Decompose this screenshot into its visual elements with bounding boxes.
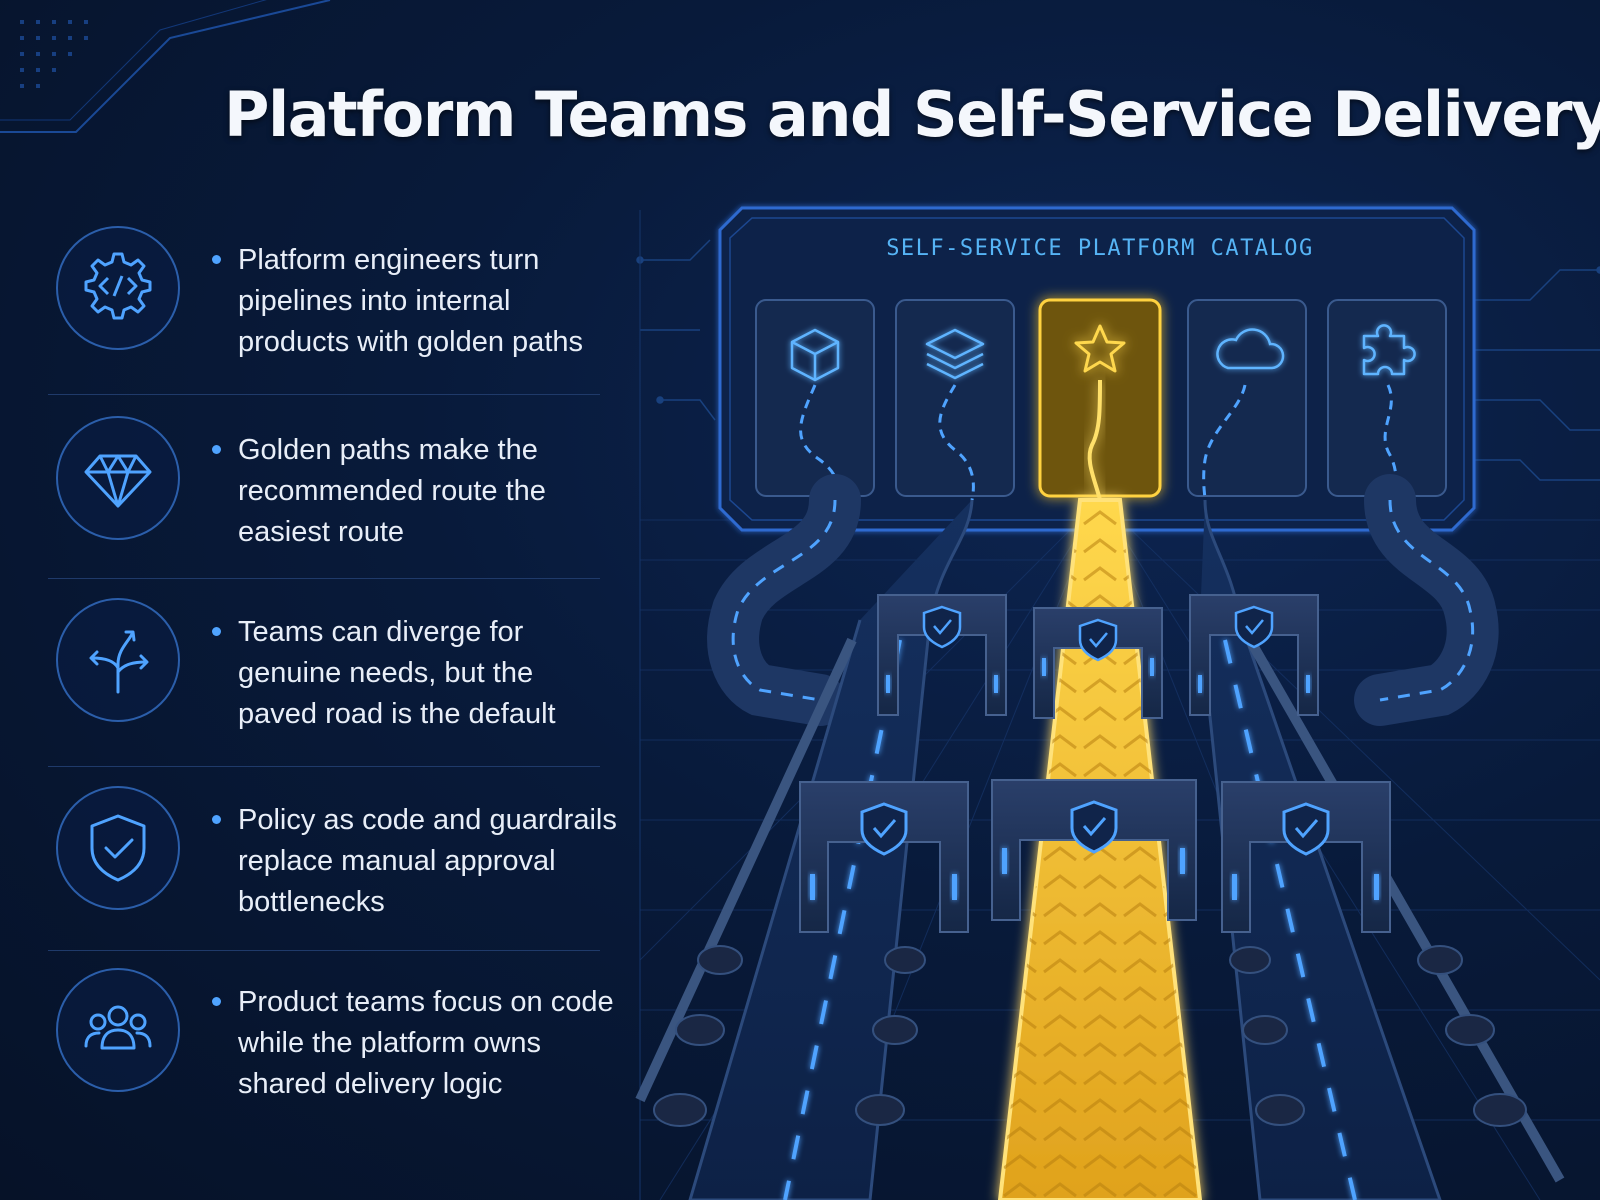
catalog-title: SELF-SERVICE PLATFORM CATALOG — [886, 236, 1314, 261]
bullet-line: pipelines into internal — [238, 285, 511, 317]
bullet-line: paved road is the default — [238, 698, 556, 730]
bullet-dot — [212, 997, 221, 1006]
divider — [48, 394, 600, 395]
rollers — [653, 945, 1527, 1127]
diamond-icon-badge — [56, 416, 180, 540]
gate-upper-right — [1189, 594, 1319, 716]
diamond-icon — [84, 454, 152, 508]
bullet-text: Policy as code and guardrails replace ma… — [238, 800, 638, 923]
gate-lower-right — [1221, 781, 1391, 933]
bullet-line: recommended route the — [238, 475, 546, 507]
team-icon — [84, 1005, 152, 1050]
shield-check-icon — [90, 814, 146, 882]
corner-decoration — [0, 0, 331, 133]
catalog-tile-puzzle — [1327, 299, 1447, 497]
bullet-text: Golden paths make the recommended route … — [238, 430, 638, 553]
bullet-line: Platform engineers turn — [238, 244, 540, 276]
bullet-item: Product teams focus on code while the pl… — [48, 968, 614, 1108]
gate-lower-left — [799, 781, 969, 933]
code-gear-icon — [84, 252, 152, 320]
golden-tile-path — [1087, 379, 1102, 501]
bullet-dot — [212, 627, 221, 636]
cloud-icon — [1216, 328, 1285, 370]
bullet-text: Platform engineers turn pipelines into i… — [238, 240, 638, 363]
gate-lower-center — [991, 779, 1197, 921]
star-icon — [1074, 324, 1126, 373]
bullet-line: products with golden paths — [238, 326, 583, 358]
divider — [48, 950, 600, 951]
code-gear-icon-badge — [56, 226, 180, 350]
diverging-arrows-icon — [89, 630, 149, 694]
bullet-dot — [212, 255, 221, 264]
bullet-line: easiest route — [238, 516, 405, 548]
divider — [48, 578, 600, 579]
gates-upper — [877, 594, 1319, 719]
catalog-tile-layers — [895, 299, 1015, 497]
divider — [48, 766, 600, 767]
page-title: Platform Teams and Self-Service Delivery — [224, 78, 1600, 151]
gate-upper-left — [877, 594, 1007, 716]
bullet-item: Policy as code and guardrails replace ma… — [48, 786, 617, 926]
bullet-item: Golden paths make the recommended route … — [48, 416, 600, 556]
bullet-line: Policy as code and guardrails — [238, 804, 617, 836]
team-icon-badge — [56, 968, 180, 1092]
bullet-item: Platform engineers turn pipelines into i… — [48, 226, 600, 386]
bullet-line: genuine needs, but the — [238, 657, 534, 689]
bullet-line: while the platform owns — [238, 1027, 542, 1059]
bullet-dot — [212, 815, 221, 824]
cube-icon — [790, 328, 840, 382]
gates-lower — [799, 779, 1391, 933]
bullet-line: replace manual approval — [238, 845, 556, 877]
layers-icon — [925, 328, 985, 380]
shield-check-icon-badge — [56, 786, 180, 910]
bullet-item: Teams can diverge for genuine needs, but… — [48, 598, 600, 738]
bullet-dot — [212, 445, 221, 454]
diverging-arrows-icon-badge — [56, 598, 180, 722]
bullet-list: Platform engineers turn pipelines into i… — [0, 0, 630, 1200]
bullet-line: Teams can diverge for — [238, 616, 524, 648]
circuit-traces — [636, 239, 1600, 481]
bullet-text: Product teams focus on code while the pl… — [238, 982, 638, 1105]
puzzle-icon — [1362, 324, 1416, 376]
bullet-line: Product teams focus on code — [238, 986, 614, 1018]
bullet-text: Teams can diverge for genuine needs, but… — [238, 612, 638, 735]
bullet-line: shared delivery logic — [238, 1068, 503, 1100]
gate-upper-center — [1033, 607, 1163, 719]
bullet-line: Golden paths make the — [238, 434, 538, 466]
outer-belts — [707, 474, 1499, 726]
catalog-tiles — [755, 298, 1447, 498]
bullet-line: bottlenecks — [238, 886, 385, 918]
